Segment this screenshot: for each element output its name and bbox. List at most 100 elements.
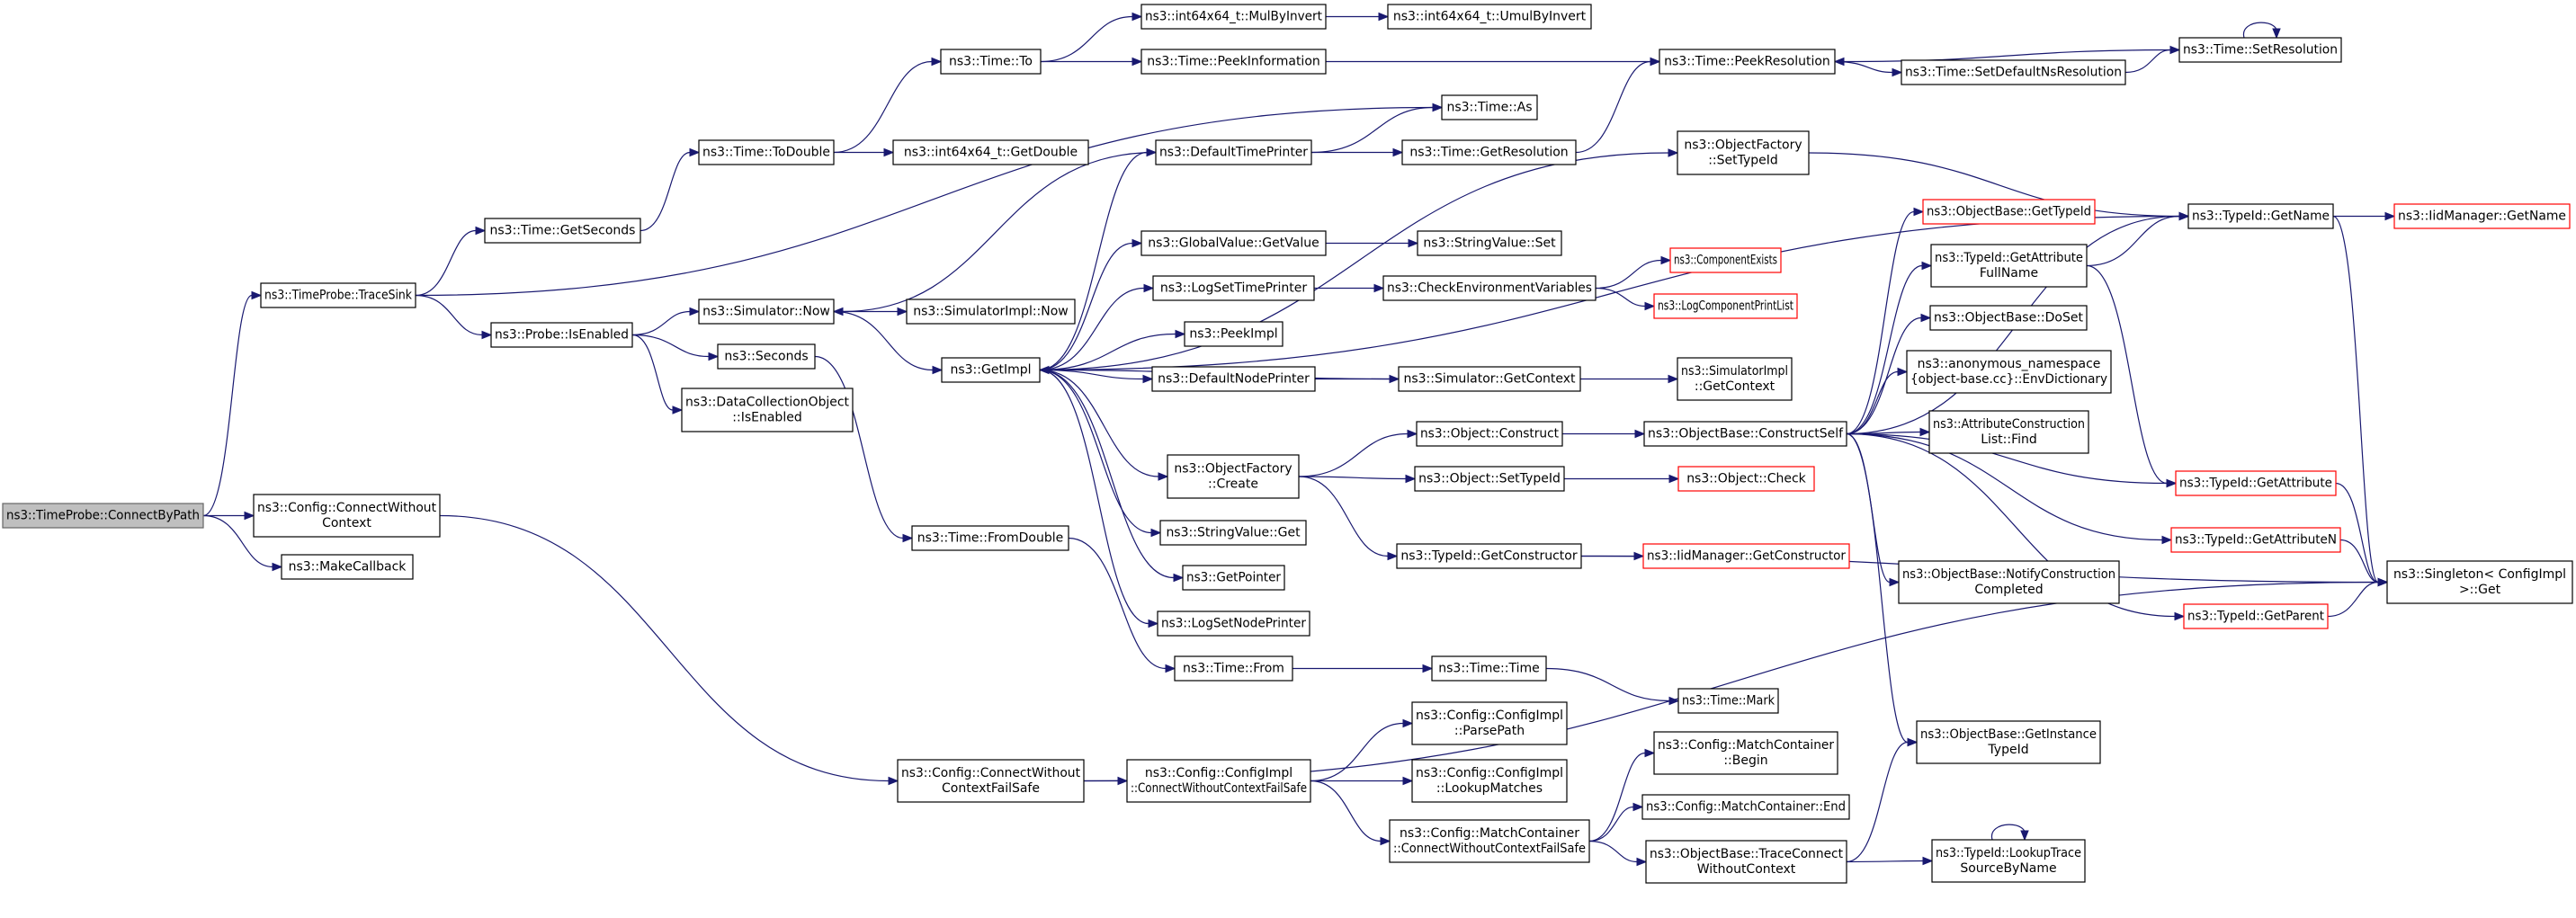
node-ns3-logsettimeprinter[interactable]: ns3::LogSetTimePrinter <box>1152 275 1315 301</box>
node-ns3-time-setdefaultnsresolution[interactable]: ns3::Time::SetDefaultNsResolution <box>1901 59 2126 85</box>
edge-n48-n56 <box>1846 207 1925 435</box>
node-ns3-iidmanager-getconstructor[interactable]: ns3::IidManager::GetConstructor <box>1642 543 1850 569</box>
node-ns3-objectbase-gettypeid[interactable]: ns3::ObjectBase::GetTypeId <box>1922 199 2096 225</box>
node-ns3-time-peekinformation[interactable]: ns3::Time::PeekInformation <box>1140 49 1327 75</box>
node-ns3-time-from[interactable]: ns3::Time::From <box>1174 655 1293 682</box>
node-ns3-time-fromdouble[interactable]: ns3::Time::FromDouble <box>911 525 1069 551</box>
node-label: ns3::ComponentExists <box>1674 254 1777 268</box>
node-ns3-peekimpl[interactable]: ns3::PeekImpl <box>1184 321 1284 347</box>
node-ns3-time-getresolution[interactable]: ns3::Time::GetResolution <box>1401 139 1577 165</box>
node-ns3-config-configimpl-parsepath[interactable]: ns3::Config::ConfigImpl::ParsePath <box>1411 701 1568 745</box>
node-ns3-componentexists[interactable]: ns3::ComponentExists <box>1669 247 1782 273</box>
edge-line <box>1039 152 1669 371</box>
node-ns3-simulator-now[interactable]: ns3::Simulator::Now <box>698 299 835 325</box>
node-ns3-checkenvironmentvariables[interactable]: ns3::CheckEnvironmentVariables <box>1382 275 1597 301</box>
node-ns3-typeid-getparent[interactable]: ns3::TypeId::GetParent <box>2183 603 2329 629</box>
node-ns3-logsetnodeprinter[interactable]: ns3::LogSetNodePrinter <box>1157 611 1310 637</box>
node-ns3-time-mark[interactable]: ns3::Time::Mark <box>1677 688 1779 714</box>
node-ns3-defaultnodeprinter[interactable]: ns3::DefaultNodePrinter <box>1151 366 1316 392</box>
node-ns3-stringvalue-set[interactable]: ns3::StringValue::Set <box>1417 230 1562 256</box>
node-label: ns3::SimulatorImpl <box>1681 364 1788 379</box>
node-ns3-typeid-getname[interactable]: ns3::TypeId::GetName <box>2187 203 2334 229</box>
node-label: ns3::Config::ConfigImpl <box>1416 709 1563 723</box>
node-ns3-makecallback[interactable]: ns3::MakeCallback <box>281 554 414 580</box>
edge-arrowhead <box>1668 148 1679 157</box>
edge-n24-n39 <box>1298 476 1399 561</box>
node-ns3-time-peekresolution[interactable]: ns3::Time::PeekResolution <box>1659 49 1836 75</box>
edge-arrowhead <box>481 330 493 340</box>
node-ns3-getimpl[interactable]: ns3::GetImpl <box>941 357 1041 383</box>
node-ns3-int64x64-t-getdouble[interactable]: ns3::int64x64_t::GetDouble <box>892 139 1089 165</box>
node-ns3-objectfactory-settypeid[interactable]: ns3::ObjectFactory::SetTypeId <box>1677 130 1810 175</box>
edge-n57-n65 <box>2086 211 2190 267</box>
node-ns3-typeid-getconstructor[interactable]: ns3::TypeId::GetConstructor <box>1396 543 1582 569</box>
node-ns3-object-construct[interactable]: ns3::Object::Construct <box>1416 421 1563 447</box>
node-ns3-objectbase-constructself[interactable]: ns3::ObjectBase::ConstructSelf <box>1643 421 1847 447</box>
node-ns3-iidmanager-getname[interactable]: ns3::IidManager::GetName <box>2393 203 2571 229</box>
node-ns3-objectbase-notifyconstructioncompleted[interactable]: ns3::ObjectBase::NotifyConstructionCompl… <box>1898 560 2120 604</box>
node-ns3-logcomponentprintlist[interactable]: ns3::LogComponentPrintList <box>1653 293 1798 319</box>
node-ns3-config-connectwithoutcontext[interactable]: ns3::Config::ConnectWithoutContext <box>253 494 441 538</box>
node-ns3-objectbase-doset[interactable]: ns3::ObjectBase::DoSet <box>1929 305 2088 331</box>
node-ns3-time-time[interactable]: ns3::Time::Time <box>1431 655 1547 682</box>
node-ns3-globalvalue-getvalue[interactable]: ns3::GlobalValue::GetValue <box>1140 230 1327 256</box>
node-ns3-config-configimpl-lookupmatches[interactable]: ns3::Config::ConfigImpl::LookupMatches <box>1411 759 1568 803</box>
node-label: ::ConnectWithoutContextFailSafe <box>1131 781 1307 796</box>
node-box <box>717 343 816 370</box>
node-ns3-time-setresolution[interactable]: ns3::Time::SetResolution <box>2178 37 2342 63</box>
node-label: ns3::StringValue::Get <box>1166 526 1301 540</box>
node-ns3-datacollectionobject-isenabled[interactable]: ns3::DataCollectionObject::IsEnabled <box>681 388 854 432</box>
node-ns3-defaulttimeprinter[interactable]: ns3::DefaultTimePrinter <box>1155 139 1312 165</box>
call-edges <box>202 12 2396 867</box>
node-ns3-simulator-getcontext[interactable]: ns3::Simulator::GetContext <box>1398 366 1581 392</box>
node-ns3-objectbase-traceconnectwithoutcontext[interactable]: ns3::ObjectBase::TraceConnectWithoutCont… <box>1645 840 1847 884</box>
node-ns3-singleton-configimpl-get[interactable]: ns3::Singleton< ConfigImpl>::Get <box>2386 560 2573 604</box>
node-label: ns3::GlobalValue::GetValue <box>1148 236 1319 251</box>
node-ns3-int64x64-t-umulbyinvert[interactable]: ns3::int64x64_t::UmulByInvert <box>1387 4 1592 30</box>
node-ns3-config-matchcontainer-begin[interactable]: ns3::Config::MatchContainer::Begin <box>1653 731 1838 775</box>
node-ns3-config-matchcontainer-connectwithoutcontextfailsafe[interactable]: ns3::Config::MatchContainer::ConnectWith… <box>1389 819 1590 863</box>
node-ns3-getpointer[interactable]: ns3::GetPointer <box>1182 565 1285 591</box>
node-ns3-anonymous-namespace-object-base-cc-envdictionary[interactable]: ns3::anonymous_namespace{object-base.cc}… <box>1906 350 2112 394</box>
node-ns3-time-as[interactable]: ns3::Time::As <box>1441 94 1538 120</box>
node-ns3-time-to[interactable]: ns3::Time::To <box>940 49 1042 75</box>
node-ns3-typeid-getattributen[interactable]: ns3::TypeId::GetAttributeN <box>2170 527 2341 553</box>
node-ns3-seconds[interactable]: ns3::Seconds <box>717 343 816 370</box>
edge-arrowhead <box>1387 551 1399 561</box>
node-ns3-config-configimpl-connectwithoutcontextfailsafe[interactable]: ns3::Config::ConfigImpl::ConnectWithoutC… <box>1126 759 1311 803</box>
call-nodes: ns3::TimeProbe::ConnectByPath ns3::TimePr… <box>2 4 2573 884</box>
node-ns3-object-settypeid[interactable]: ns3::Object::SetTypeId <box>1414 466 1565 492</box>
node-ns3-timeprobe-tracesink[interactable]: ns3::TimeProbe::TraceSink <box>260 282 416 308</box>
node-ns3-object-check[interactable]: ns3::Object::Check <box>1677 466 1815 492</box>
node-ns3-stringvalue-get[interactable]: ns3::StringValue::Get <box>1159 520 1307 546</box>
node-ns3-time-todouble[interactable]: ns3::Time::ToDouble <box>698 139 835 165</box>
edge-line <box>2124 49 2171 74</box>
edge-n28-n40 <box>1292 664 1434 673</box>
node-box <box>2187 203 2334 229</box>
node-ns3-config-matchcontainer-end[interactable]: ns3::Config::MatchContainer::End <box>1641 794 1850 820</box>
node-ns3-int64x64-t-mulbyinvert[interactable]: ns3::int64x64_t::MulByInvert <box>1140 4 1327 30</box>
edge-line <box>1039 369 1159 477</box>
node-label: WithoutContext <box>1697 862 1796 877</box>
edge-arrowhead <box>1913 207 1925 217</box>
node-ns3-simulatorimpl-getcontext[interactable]: ns3::SimulatorImpl::GetContext <box>1677 357 1793 401</box>
node-ns3-timeprobe-connectbypath[interactable]: ns3::TimeProbe::ConnectByPath <box>2 503 204 529</box>
edge-line <box>1310 780 1382 842</box>
node-box <box>1382 275 1597 301</box>
node-ns3-time-getseconds[interactable]: ns3::Time::GetSeconds <box>484 218 641 244</box>
node-ns3-typeid-getattribute[interactable]: ns3::TypeId::GetAttribute <box>2175 470 2337 496</box>
node-ns3-simulatorimpl-now[interactable]: ns3::SimulatorImpl::Now <box>906 299 1076 325</box>
node-ns3-probe-isenabled[interactable]: ns3::Probe::IsEnabled <box>490 322 633 348</box>
edge-n37-n48 <box>1562 429 1646 439</box>
node-ns3-objectfactory-create[interactable]: ns3::ObjectFactory::Create <box>1167 454 1300 499</box>
node-box <box>1653 293 1798 319</box>
edge-arrowhead <box>708 352 720 361</box>
edge-line <box>1846 370 1899 435</box>
node-box <box>2170 527 2341 553</box>
node-ns3-config-connectwithoutcontextfailsafe[interactable]: ns3::Config::ConnectWithoutContextFailSa… <box>897 759 1085 803</box>
edge-arrowhead <box>2166 478 2178 488</box>
